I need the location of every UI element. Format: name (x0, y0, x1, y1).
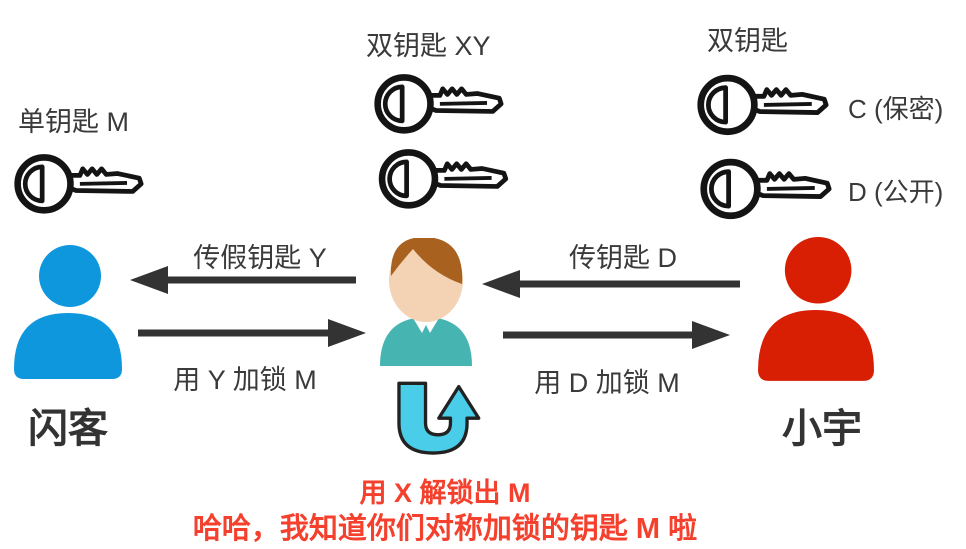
double-key-cd-legend-title: 双钥匙 (707, 26, 788, 56)
arrow-lock-with-y (138, 319, 366, 347)
double-key-xy-legend-title: 双钥匙 XY (366, 31, 491, 61)
red-person-icon (758, 237, 874, 381)
public-key-label: D (公开) (848, 177, 944, 207)
lock-with-d-arrow-label: 用 D 加锁 M (534, 368, 680, 398)
blue-person-icon (14, 245, 122, 379)
key-d-arrow-label: 传钥匙 D (569, 243, 677, 273)
fake-key-arrow-label: 传假钥匙 Y (193, 243, 327, 273)
key-icon (700, 158, 832, 220)
lock-with-y-arrow-label: 用 Y 加锁 M (173, 365, 317, 395)
arrow-fake-key-y (130, 266, 356, 294)
left-actor-name: 闪客 (28, 407, 108, 451)
arrow-key-d (482, 270, 740, 298)
key-icon (14, 154, 144, 214)
middleman-person-icon (380, 238, 472, 366)
caption-line-2: 哈哈，我知道你们对称加锁的钥匙 M 啦 (192, 513, 698, 545)
single-key-legend-title: 单钥匙 M (18, 107, 129, 137)
caption-line-1: 用 X 解锁出 M (359, 478, 531, 508)
secret-key-label: C (保密) (848, 94, 944, 124)
right-actor-name: 小宇 (782, 407, 862, 451)
key-icon (697, 74, 829, 136)
key-icon (378, 149, 509, 209)
arrow-lock-with-d (503, 321, 730, 349)
key-icon (374, 74, 504, 134)
u-turn-arrow-icon (397, 381, 481, 455)
